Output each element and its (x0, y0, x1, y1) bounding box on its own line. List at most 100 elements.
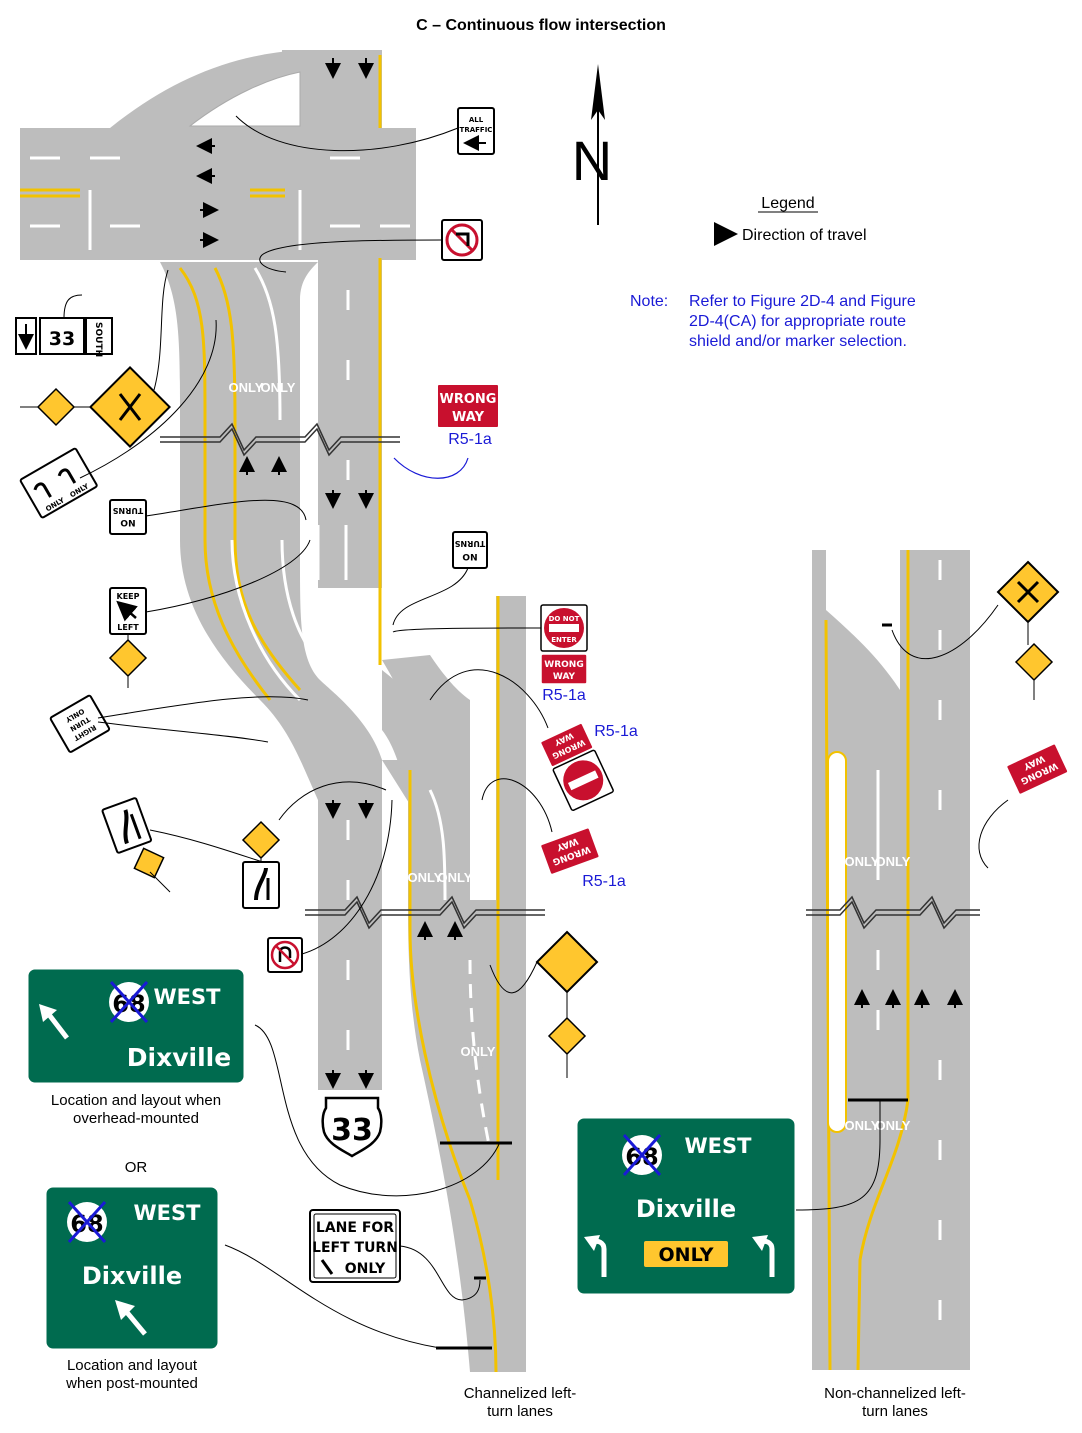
overhead-direction: WEST (154, 985, 222, 1009)
no-turns-left-1: NO (120, 517, 136, 527)
north-arrow: N (572, 64, 612, 225)
note-label: Note: (630, 293, 668, 310)
pavement-only-3: ONLY (408, 870, 443, 885)
no-turns-sign-right: NO TURNS (452, 531, 488, 569)
all-traffic-line-1: ALL (469, 116, 484, 124)
lane-for-left-turn-3: ONLY (345, 1261, 386, 1277)
main-roadway: ONLY ONLY ONLY ONLY ONLY (20, 50, 545, 1373)
assembly-route-number: 33 (49, 328, 75, 350)
white-channel-line-4 (428, 789, 447, 901)
warning-diamond-left (20, 365, 172, 449)
north-label: N (572, 129, 612, 192)
nonchannelized-roadway (806, 550, 980, 1371)
yellow-centerline-curve (178, 267, 272, 701)
break-line-lower (305, 895, 545, 925)
white-channel-line-3 (280, 539, 320, 662)
yellow-line-bay (408, 770, 498, 1373)
white-channel-line-2 (230, 539, 302, 702)
break-line-lower-2 (305, 900, 545, 930)
legend: Legend Direction of travel (714, 195, 867, 246)
no-turns-left-2: TURNS (112, 506, 143, 515)
slip-ramp-island (188, 71, 301, 127)
caption-overhead-2: overhead-mounted (73, 1110, 199, 1127)
pavement-only-5: ONLY (461, 1044, 496, 1059)
white-channel-line-5 (468, 959, 492, 1151)
note-line-1: Refer to Figure 2D-4 and Figure (689, 293, 916, 310)
nonchan-only-3: ONLY (845, 1118, 880, 1133)
overhead-destination: Dixville (127, 1043, 231, 1072)
main-south-leg (318, 258, 382, 588)
wrong-way-sign-rotated-2: WRONG WAY (539, 827, 600, 876)
do-not-enter-line-2: ENTER (551, 636, 577, 644)
nonchan-warning-diamond (996, 560, 1060, 700)
wrong-way-small-2: WAY (553, 672, 576, 682)
post-direction: WEST (134, 1201, 202, 1225)
lane-for-left-turn-2: LEFT TURN (312, 1240, 398, 1256)
only-panel-text: ONLY (659, 1244, 714, 1266)
white-channel-line-1 (253, 267, 282, 421)
assembly-south-label: SOUTH (93, 322, 103, 357)
wrong-way-large-1: WRONG (440, 392, 497, 407)
caption-overhead-1: Location and layout when (51, 1092, 221, 1109)
note-line-3: shield and/or marker selection. (689, 333, 907, 350)
nonchan-only-1: ONLY (845, 854, 880, 869)
legend-item: Direction of travel (742, 227, 867, 244)
no-turns-right-1: NO (462, 551, 478, 561)
channelized-merge (408, 900, 496, 1372)
lane-dashes (30, 156, 410, 1050)
keep-left-diamond (108, 638, 148, 678)
wrong-way-small-1: WRONG (544, 660, 583, 670)
yellow-centerline-inner (213, 267, 302, 692)
keep-left-line-2: LEFT (117, 623, 139, 632)
caption-post-2: when post-mounted (65, 1375, 198, 1392)
all-traffic-line-2: TRAFFIC (460, 126, 493, 134)
dual-left-turn-only-sign: ONLY ONLY (19, 447, 98, 519)
caption-or: OR (125, 1159, 148, 1176)
no-u-turn-sign (267, 937, 303, 973)
no-turns-right-2: TURNS (454, 539, 485, 548)
guide-sign-only: 68 WEST Dixville ONLY (574, 1115, 798, 1297)
code-r5-1a-top: R5-1a (448, 431, 492, 448)
route-number: 33 (331, 1113, 373, 1148)
lane-arrows (196, 58, 463, 1089)
pavement-only-2: ONLY (261, 380, 296, 395)
double-arrow-diamond (535, 930, 599, 1078)
pavement-only-4: ONLY (438, 870, 473, 885)
post-destination: Dixville (82, 1262, 182, 1290)
caption-nonchannelized-2: turn lanes (862, 1403, 928, 1420)
route-33-shield: 33 (321, 1096, 383, 1158)
all-traffic-sign: ALL TRAFFIC (457, 107, 495, 155)
caption-channelized-1: Channelized left- (464, 1385, 577, 1402)
sign-mounts (436, 1141, 512, 1350)
guide-sign-overhead: 68 WEST Dixville (25, 966, 247, 1086)
lane-for-left-turn-sign: LANE FOR LEFT TURN ONLY (309, 1209, 401, 1283)
break-line-upper-2 (160, 427, 400, 457)
right-turn-only-sign: RIGHT TURN ONLY (49, 694, 111, 753)
guide-sign-post: 68 WEST Dixville (43, 1184, 221, 1352)
cross-street-pavement (20, 128, 416, 260)
nonchan-wrong-way: WRONG WAY (1005, 743, 1069, 796)
lane-ends-diamond (133, 847, 165, 879)
do-not-enter-sign: DO NOT ENTER (540, 604, 588, 652)
wrong-way-large-2: WAY (452, 410, 485, 425)
legend-heading: Legend (761, 195, 814, 212)
wrong-way-sign-large: WRONG WAY (436, 383, 500, 429)
nonchan-only-2: ONLY (876, 854, 911, 869)
code-r5-1a-rot: R5-1a (594, 723, 638, 740)
note-block: Note: Refer to Figure 2D-4 and Figure 2D… (630, 293, 916, 350)
rotated-wrong-way-pair: WRONG WAY (539, 722, 614, 811)
route-assembly-south: 33 SOUTH (15, 317, 113, 357)
keep-left-sign: KEEP LEFT (109, 587, 147, 688)
wrong-way-sign-small: WRONG WAY (540, 653, 588, 685)
lane-ends-sign (101, 797, 152, 854)
only-destination: Dixville (636, 1195, 736, 1223)
caption-nonchannelized-1: Non-channelized left- (824, 1385, 966, 1402)
break-line-upper (160, 422, 400, 452)
pavement-only-1: ONLY (229, 380, 264, 395)
diamond-post-center (241, 820, 281, 909)
code-r5-1a-low: R5-1a (582, 873, 626, 890)
nonchan-only-4: ONLY (876, 1118, 911, 1133)
code-r5-1a-mid: R5-1a (542, 687, 586, 704)
approach-curve (382, 670, 470, 900)
